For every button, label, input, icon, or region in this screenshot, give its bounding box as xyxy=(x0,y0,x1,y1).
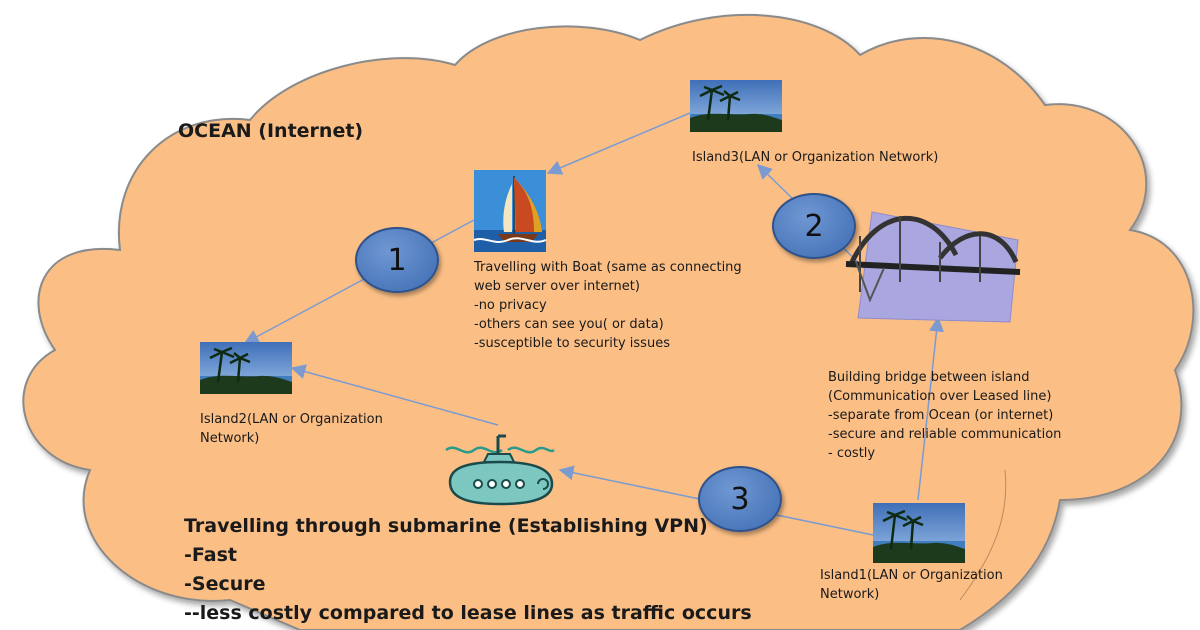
island3-label-line: Island3(LAN or Organization Network) xyxy=(692,150,939,165)
island2-label-line1: Island2(LAN or Organization xyxy=(200,412,383,427)
bridge-text-line: - costly xyxy=(828,446,876,461)
bridge-text-line: -secure and reliable communication xyxy=(828,427,1062,442)
submarine-description: Travelling through submarine (Establishi… xyxy=(184,512,752,628)
boat-text-line: -susceptible to security issues xyxy=(474,336,670,351)
submarine-text-line: -Secure xyxy=(184,573,266,595)
marker-2: 2 xyxy=(772,193,856,259)
cloud-lobe-line xyxy=(959,469,1007,601)
island3-image xyxy=(690,80,782,132)
boat-text-line: -no privacy xyxy=(474,298,547,313)
island3-label: Island3(LAN or Organization Network) xyxy=(692,148,938,167)
submarine-text-line: Travelling through submarine (Establishi… xyxy=(184,515,708,537)
arrow-submarine-to-island2 xyxy=(290,364,499,426)
island1-label: Island1(LAN or Organization Network) xyxy=(820,566,1003,604)
submarine-text-line: --less costly compared to lease lines as… xyxy=(184,602,752,624)
boat-text-line: web server over internet) xyxy=(474,279,640,294)
marker-3: 3 xyxy=(698,466,782,532)
boat-text-line: -others can see you( or data) xyxy=(474,317,664,332)
sailboat-image xyxy=(473,170,547,252)
boat-text-line: Travelling with Boat (same as connecting xyxy=(474,260,742,275)
island1-label-line2: Network) xyxy=(820,587,880,602)
submarine-text-line: -Fast xyxy=(184,544,237,566)
arrow-island1-to-bridge xyxy=(917,316,944,501)
island2-label-line2: Network) xyxy=(200,431,260,446)
island2-label: Island2(LAN or Organization Network) xyxy=(200,410,383,448)
marker-1: 1 xyxy=(355,227,439,293)
arrow-island3-to-boat xyxy=(546,112,691,175)
island2-image xyxy=(200,342,292,394)
boat-description: Travelling with Boat (same as connecting… xyxy=(474,258,742,353)
bridge-image xyxy=(845,211,1021,323)
bridge-text-line: -separate from Ocean (or internet) xyxy=(828,408,1054,423)
island1-label-line1: Island1(LAN or Organization xyxy=(820,568,1003,583)
submarine-image xyxy=(445,434,555,506)
bridge-text-line: (Communication over Leased line) xyxy=(828,389,1052,404)
island1-image xyxy=(873,503,965,563)
arrow-boat-to-island2 xyxy=(243,219,475,344)
bridge-description: Building bridge between island (Communic… xyxy=(828,368,1061,463)
bridge-text-line: Building bridge between island xyxy=(828,370,1030,385)
ocean-cloud xyxy=(22,13,1195,630)
ocean-label: OCEAN (Internet) xyxy=(178,120,364,142)
